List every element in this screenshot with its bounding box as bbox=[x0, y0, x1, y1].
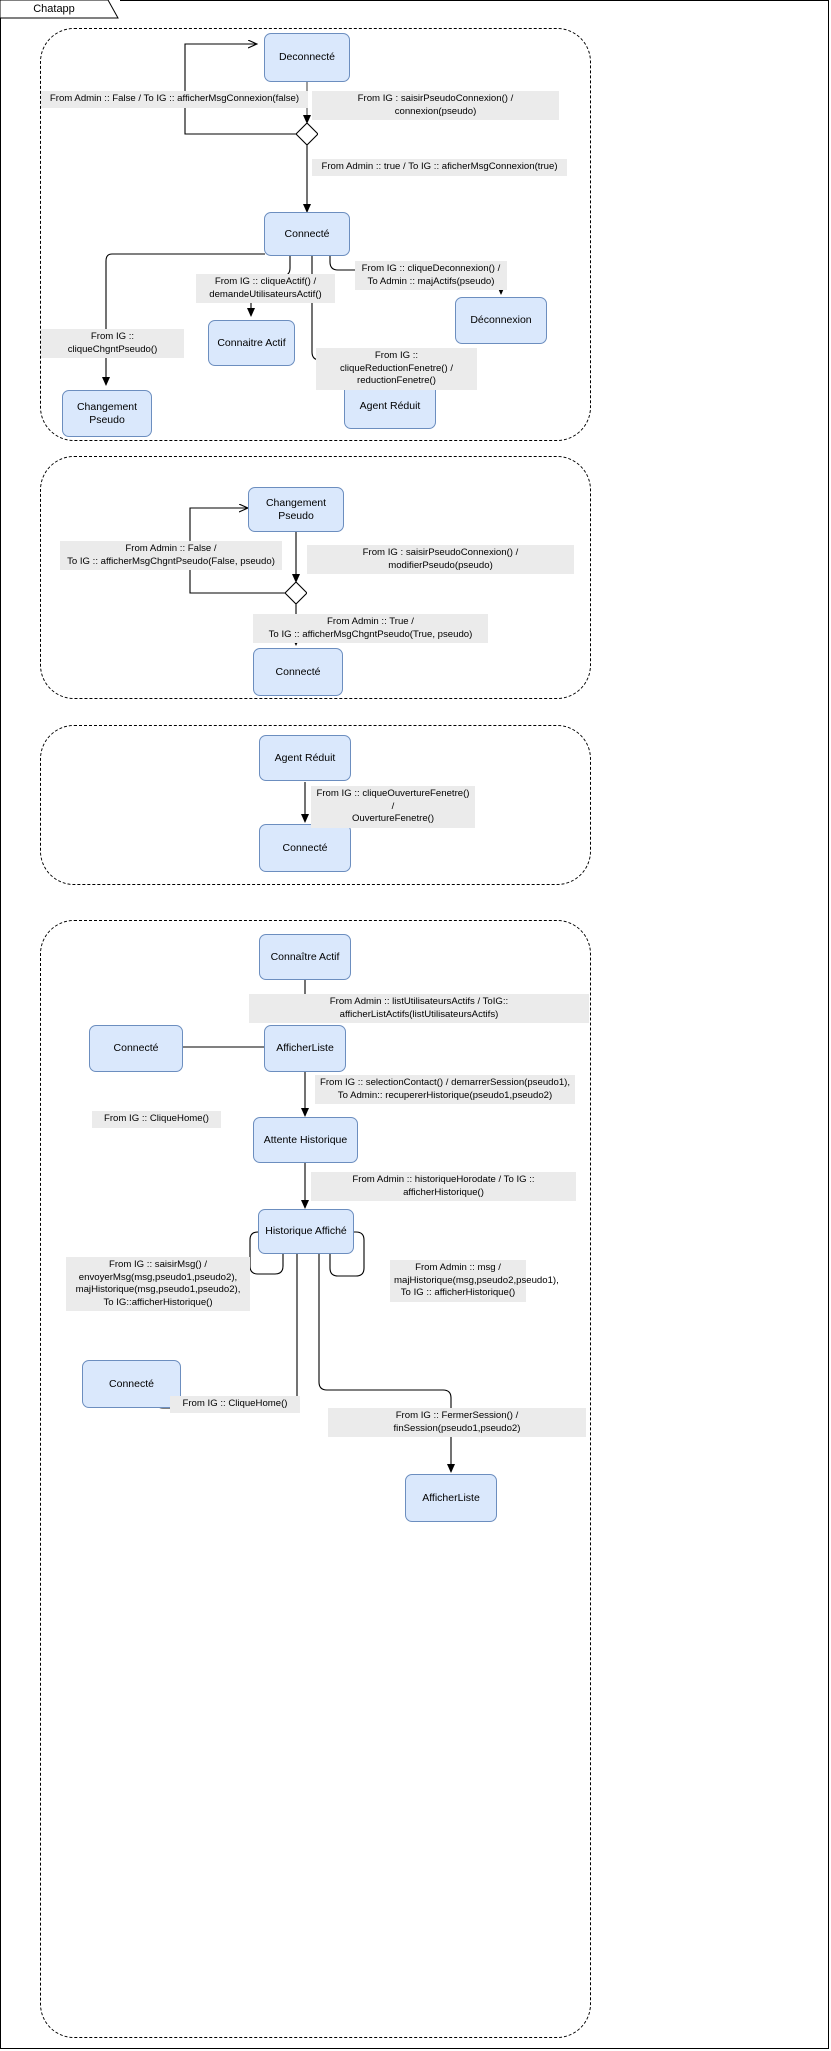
state-connecte-4[interactable]: Connecté bbox=[89, 1025, 183, 1072]
state-connecte-1[interactable]: Connecté bbox=[264, 212, 350, 256]
label-ig-saisir-msg: From IG :: saisirMsg() / envoyerMsg(msg,… bbox=[66, 1257, 250, 1311]
state-afficher-liste-2[interactable]: AfficherListe bbox=[405, 1474, 497, 1522]
state-connecte-3[interactable]: Connecté bbox=[259, 824, 351, 872]
decision-diamond-connexion bbox=[296, 123, 318, 145]
state-attente-historique[interactable]: Attente Historique bbox=[253, 1117, 358, 1163]
state-agent-reduit-1[interactable]: Agent Réduit bbox=[344, 383, 436, 429]
label-admin-msg: From Admin :: msg / majHistorique(msg,ps… bbox=[390, 1260, 559, 1302]
label-ig-clique-deconnexion: From IG :: cliqueDeconnexion() / To Admi… bbox=[355, 261, 507, 290]
state-historique-affiche[interactable]: Historique Affiché bbox=[258, 1209, 354, 1254]
state-connecte-2[interactable]: Connecté bbox=[253, 648, 343, 696]
label-ig-saisir-pseudo-modifier: From IG : saisirPseudoConnexion() / modi… bbox=[307, 545, 574, 574]
label-admin-historique-horodate: From Admin :: historiqueHorodate / To IG… bbox=[311, 1172, 576, 1201]
label-ig-clique-actif: From IG :: cliqueActif() / demandeUtilis… bbox=[196, 274, 335, 303]
label-ig-saisir-pseudo-connexion: From IG : saisirPseudoConnexion() / conn… bbox=[312, 91, 559, 120]
label-ig-clique-ouverture-fenetre: From IG :: cliqueOuvertureFenetre() / Ou… bbox=[311, 786, 475, 828]
state-connecte-5[interactable]: Connecté bbox=[82, 1360, 181, 1408]
label-ig-clique-reduction-fenetre: From IG :: cliqueReductionFenetre() / re… bbox=[316, 348, 477, 390]
changement-pseudo-region bbox=[40, 456, 591, 699]
label-ig-clique-home-1: From IG :: CliqueHome() bbox=[92, 1111, 221, 1128]
state-deconnexion[interactable]: Déconnexion bbox=[455, 297, 547, 344]
state-afficher-liste-1[interactable]: AfficherListe bbox=[264, 1025, 346, 1072]
state-changement-pseudo-2[interactable]: Changement Pseudo bbox=[248, 487, 344, 532]
state-agent-reduit-2[interactable]: Agent Réduit bbox=[259, 735, 351, 781]
label-ig-selection-contact: From IG :: selectionContact() / demarrer… bbox=[315, 1075, 575, 1104]
label-admin-false-connexion: From Admin :: False / To IG :: afficherM… bbox=[41, 91, 308, 108]
state-connaitre-actif-1[interactable]: Connaitre Actif bbox=[208, 320, 295, 366]
diagram-title-tab: Chatapp bbox=[0, 0, 120, 19]
historique-region bbox=[40, 920, 591, 2038]
state-deconnecte[interactable]: Deconnecté bbox=[264, 33, 350, 82]
label-ig-fermer-session: From IG :: FermerSession() / finSession(… bbox=[328, 1408, 586, 1437]
label-admin-list-utilisateurs-actifs: From Admin :: listUtilisateursActifs / T… bbox=[249, 994, 589, 1023]
connexion-region bbox=[40, 28, 591, 441]
label-admin-true-connexion: From Admin :: true / To IG :: aficherMsg… bbox=[312, 159, 567, 176]
decision-diamond-chgnt-pseudo bbox=[285, 582, 307, 604]
label-admin-true-chgnt-pseudo: From Admin :: True / To IG :: afficherMs… bbox=[253, 614, 488, 643]
state-connaitre-actif-2[interactable]: Connaître Actif bbox=[259, 934, 351, 980]
state-changement-pseudo-1[interactable]: Changement Pseudo bbox=[62, 390, 152, 437]
label-ig-clique-home-2: From IG :: CliqueHome() bbox=[170, 1396, 300, 1413]
label-admin-false-chgnt-pseudo: From Admin :: False / To IG :: afficherM… bbox=[60, 541, 282, 570]
label-ig-clique-chgnt-pseudo: From IG :: cliqueChgntPseudo() bbox=[41, 329, 184, 358]
page-title: Chatapp bbox=[33, 3, 75, 15]
agent-reduit-region bbox=[40, 725, 591, 885]
